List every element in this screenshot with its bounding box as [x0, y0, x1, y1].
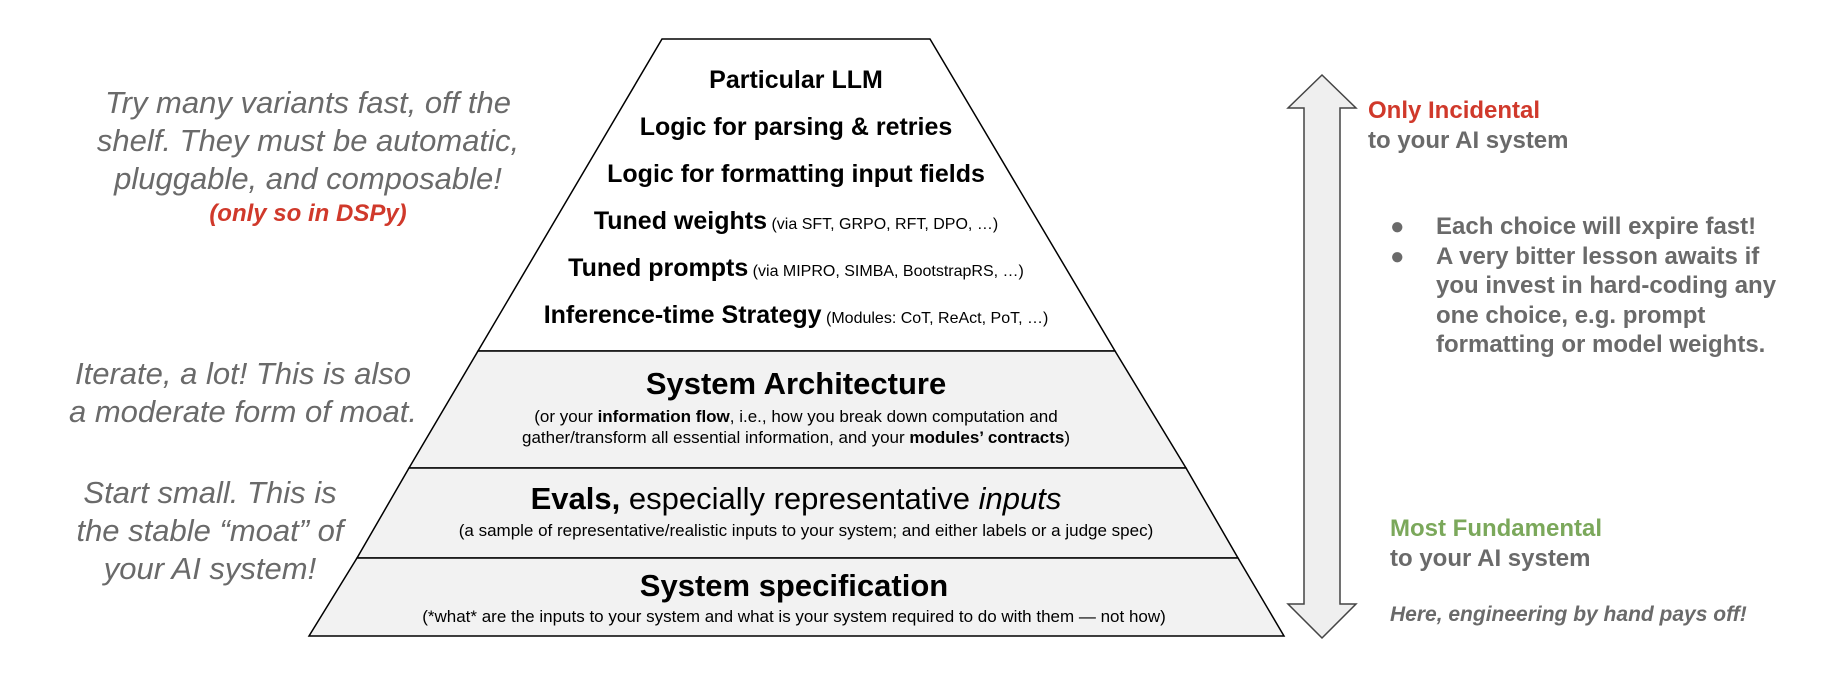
left-note-top-line-1: Try many variants fast, off the: [104, 85, 511, 120]
tier-item-label: Logic for formatting input fields: [607, 160, 985, 188]
tier-item-detail: (via MIPRO, SIMBA, BootstrapRS, …): [752, 263, 1024, 280]
architecture-line1-post: , i.e., how you break down computation a…: [729, 407, 1058, 426]
tier-item-label: Logic for parsing & retries: [639, 113, 953, 141]
fundamental-note: Here, engineering by hand pays off!: [1390, 603, 1747, 626]
architecture-line1-pre: (or your: [534, 407, 598, 426]
tier-item-inference-strategy: Inference-time Strategy (Modules: CoT, R…: [544, 301, 1049, 330]
architecture-line2-pre: gather/transform all essential informati…: [521, 428, 910, 447]
tier-item-detail: (via SFT, GRPO, RFT, DPO, …): [771, 216, 999, 233]
bullet-text: A very bitter lesson awaits if you inves…: [1436, 242, 1777, 359]
spec-subtitle: (*what* are the inputs to your system an…: [422, 607, 1166, 626]
bullet-item: ● Each choice will expire fast!: [1390, 212, 1830, 242]
left-note-top-line-2: shelf. They must be automatic,: [96, 123, 520, 158]
left-note-middle-line-2: a moderate form of moat.: [68, 394, 418, 429]
tier-item-parsing-retries: Logic for parsing & retries: [640, 113, 953, 142]
left-note-middle: Iterate, a lot! This is also a moderate …: [48, 355, 438, 431]
bullet-dot-icon: ●: [1390, 213, 1405, 240]
left-note-bottom-line-1: Start small. This is: [83, 475, 337, 510]
tier-item-detail: (Modules: CoT, ReAct, PoT, …): [826, 310, 1049, 327]
spec-title: System specification: [639, 568, 949, 603]
incidental-bullets: ● Each choice will expire fast! ● A very…: [1390, 212, 1830, 360]
evals-title-italic: inputs: [978, 481, 1062, 516]
evals-subtitle: (a sample of representative/realistic in…: [458, 521, 1154, 540]
tier-item-particular-llm: Particular LLM: [709, 66, 883, 95]
incidental-sub: to your AI system: [1368, 127, 1569, 154]
architecture-line1-bold: information flow: [597, 407, 730, 426]
bullet-text: Each choice will expire fast!: [1436, 213, 1757, 240]
left-note-top: Try many variants fast, off the shelf. T…: [88, 84, 528, 230]
scale-arrow-icon: [1286, 73, 1358, 640]
tier-item-label: Particular LLM: [709, 66, 883, 94]
tier-item-label: Inference-time Strategy: [543, 301, 822, 329]
fundamental-label: Most Fundamental: [1390, 515, 1603, 542]
left-note-bottom: Start small. This is the stable “moat” o…: [60, 474, 360, 588]
incidental-label: Only Incidental: [1368, 97, 1541, 124]
bullet-dot-icon: ●: [1390, 242, 1405, 270]
left-note-bottom-line-3: your AI system!: [103, 551, 317, 586]
tier-item-label: Tuned prompts: [568, 254, 749, 282]
tier-item-tuned-prompts: Tuned prompts (via MIPRO, SIMBA, Bootstr…: [568, 254, 1024, 283]
tier-item-tuned-weights: Tuned weights (via SFT, GRPO, RFT, DPO, …: [594, 207, 998, 236]
evals-title: Evals, especially representative inputs: [531, 481, 1062, 517]
tier-item-formatting-inputs: Logic for formatting input fields: [607, 160, 985, 189]
dspy-note: (only so in DSPy): [209, 200, 407, 227]
pyramid-tier-spec: [307, 557, 1286, 637]
architecture-subtitle: (or your information flow, i.e., how you…: [522, 406, 1070, 448]
left-note-bottom-line-2: the stable “moat” of: [76, 513, 344, 548]
left-note-top-line-3: pluggable, and composable!: [114, 161, 502, 196]
evals-title-mid: especially representative: [620, 481, 979, 516]
architecture-line2-post: ): [1064, 428, 1071, 447]
architecture-line2-bold: modules’ contracts: [909, 428, 1065, 447]
evals-title-bold: Evals,: [530, 481, 621, 516]
fundamental-sub: to your AI system: [1390, 545, 1591, 572]
architecture-title: System Architecture: [645, 366, 947, 401]
bullet-item: ● A very bitter lesson awaits if you inv…: [1390, 242, 1796, 360]
tier-item-label: Tuned weights: [593, 207, 768, 235]
left-note-middle-line-1: Iterate, a lot! This is also: [75, 356, 411, 391]
